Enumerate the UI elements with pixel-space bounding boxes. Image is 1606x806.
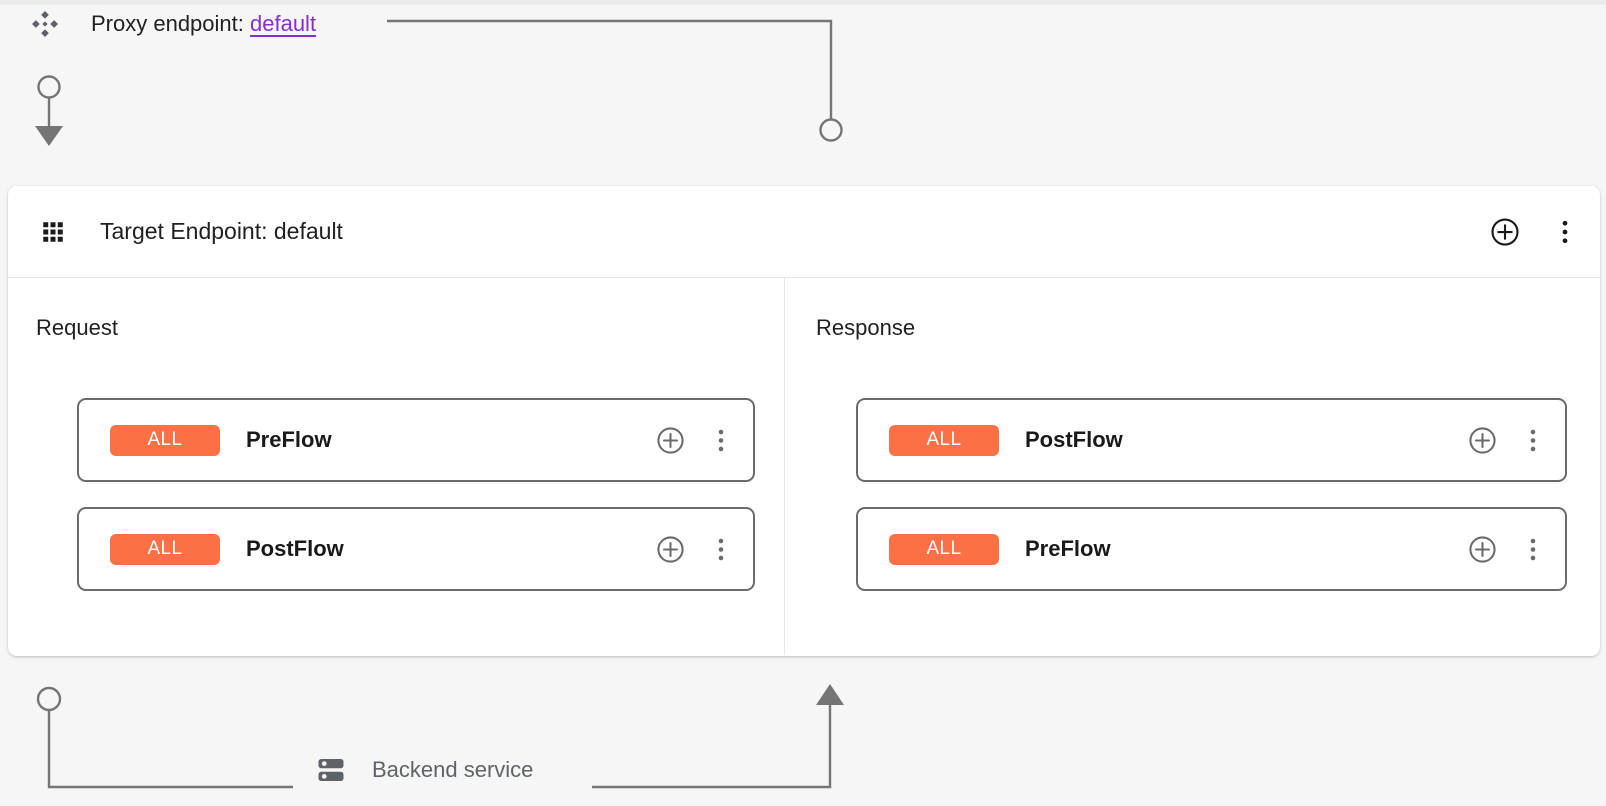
proxy-endpoint-header: Proxy endpoint: default: [30, 6, 316, 42]
response-flow-list: ALL PostFlow: [856, 398, 1567, 591]
flow-card-request-preflow[interactable]: ALL PreFlow: [77, 398, 755, 482]
status-badge: ALL: [110, 424, 220, 456]
status-badge: ALL: [110, 533, 220, 565]
status-badge: ALL: [889, 424, 999, 456]
request-column-title: Request: [36, 315, 118, 340]
add-circle-icon[interactable]: [1468, 426, 1497, 455]
add-circle-icon[interactable]: [1468, 535, 1497, 564]
apps-grid-icon: [43, 221, 63, 242]
more-vert-icon[interactable]: [1523, 426, 1543, 455]
arrowhead-from-backend: [816, 684, 844, 705]
more-vert-icon[interactable]: [711, 535, 731, 564]
request-flow-list: ALL PreFlow: [77, 398, 755, 591]
flow-name: PreFlow: [246, 427, 332, 452]
flow-card-actions: [1468, 426, 1543, 455]
arrowhead-request-origin: [35, 126, 63, 146]
node-request-origin: [37, 75, 61, 99]
proxy-endpoint-value-link[interactable]: default: [250, 11, 317, 36]
flow-card-response-preflow[interactable]: ALL PreFlow: [856, 507, 1567, 591]
top-edge-strip: [0, 0, 1606, 5]
more-vert-icon[interactable]: [1523, 535, 1543, 564]
target-endpoint-panel: Target Endpoint: default Request: [8, 186, 1600, 656]
panel-title: Target Endpoint: default: [100, 218, 343, 244]
server-rack-icon: [318, 759, 344, 781]
flow-name: PostFlow: [246, 536, 344, 561]
add-circle-icon[interactable]: [1490, 217, 1520, 247]
backend-service[interactable]: Backend service: [316, 748, 546, 792]
proxy-diamond-icon: [32, 11, 58, 37]
proxy-endpoint-label: Proxy endpoint: default: [91, 9, 316, 39]
add-circle-icon[interactable]: [656, 535, 685, 564]
add-circle-icon[interactable]: [656, 426, 685, 455]
target-endpoint-header: Target Endpoint: default: [8, 186, 1600, 278]
wire-from-backend: [592, 703, 832, 789]
flow-columns: Request ALL PreFlow: [8, 278, 1600, 655]
status-badge: ALL: [889, 533, 999, 565]
flow-card-actions: [656, 535, 731, 564]
more-vert-icon[interactable]: [711, 426, 731, 455]
proxy-endpoint-label-text: Proxy endpoint:: [91, 11, 244, 36]
more-vert-icon[interactable]: [1554, 217, 1576, 247]
node-target-inbound: [819, 118, 843, 142]
wire-to-backend: [47, 710, 293, 789]
backend-service-label: Backend service: [372, 757, 534, 782]
flow-card-actions: [656, 426, 731, 455]
response-column: Response ALL PostFlow: [785, 278, 1600, 655]
response-column-title: Response: [816, 315, 916, 340]
panel-header-actions: [1490, 217, 1576, 247]
flow-name: PostFlow: [1025, 427, 1123, 452]
flow-card-actions: [1468, 535, 1543, 564]
request-column: Request ALL PreFlow: [8, 278, 785, 655]
flow-card-response-postflow[interactable]: ALL PostFlow: [856, 398, 1567, 482]
flow-name: PreFlow: [1025, 536, 1111, 561]
flow-card-request-postflow[interactable]: ALL PostFlow: [77, 507, 755, 591]
wire-proxy-to-target: [387, 19, 833, 120]
node-backend-request-origin: [36, 686, 62, 712]
